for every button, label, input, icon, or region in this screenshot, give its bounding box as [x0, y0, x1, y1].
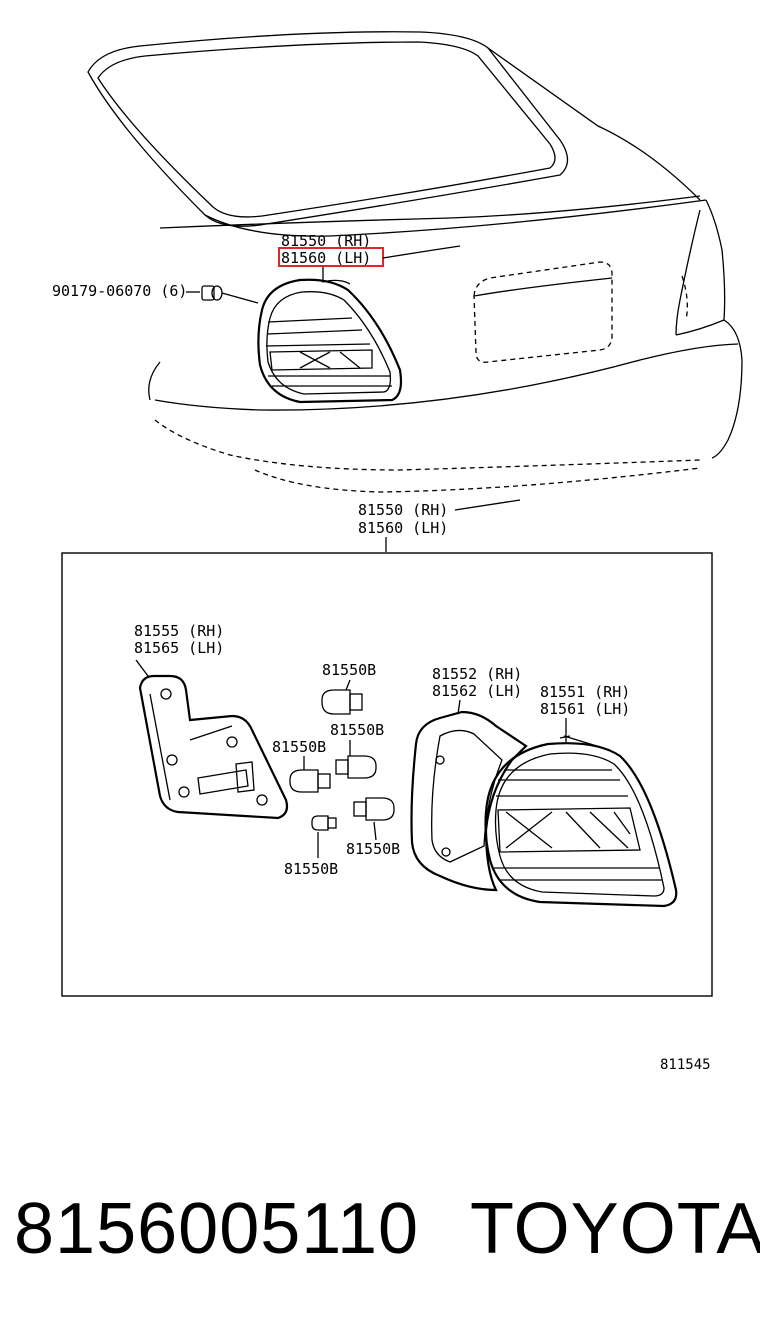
- part-number: 8156005110: [14, 1189, 420, 1269]
- brand-name: TOYOTA: [470, 1189, 760, 1269]
- label-bulb-3: 81550B: [272, 738, 326, 756]
- label-lamp-lh: 81560 (LH): [281, 249, 371, 267]
- label-bulb-4: 81550B: [346, 840, 400, 858]
- diagram-code: 811545: [660, 1057, 711, 1073]
- bulb-3: [289, 756, 331, 793]
- bulb-2: [335, 740, 377, 779]
- gasket: [410, 699, 528, 892]
- bulb-4: [353, 797, 395, 841]
- label-socket-lh: 81565 (LH): [134, 639, 224, 657]
- label-bulb-5: 81550B: [284, 860, 338, 878]
- leader-highlight: [382, 245, 461, 259]
- label-bulb-2: 81550B: [330, 721, 384, 739]
- label-bulb-1: 81550B: [322, 661, 376, 679]
- label-lens-rh: 81551 (RH): [540, 683, 630, 701]
- nut-fastener: [186, 285, 259, 304]
- label-socket-rh: 81555 (RH): [134, 622, 224, 640]
- label-gasket-lh: 81562 (LH): [432, 682, 522, 700]
- label-nut: 90179-06070 (6): [52, 282, 187, 300]
- bulb-1: [321, 679, 363, 715]
- label-lamp-rh: 81550 (RH): [281, 232, 371, 250]
- bulb-5: [311, 815, 337, 858]
- leader-assembly-tail: [454, 499, 521, 511]
- car-tail-lamp: [257, 278, 403, 404]
- label-assembly-rh: 81550 (RH): [358, 501, 448, 519]
- car-rear-outline: [87, 31, 743, 493]
- label-gasket-rh: 81552 (RH): [432, 665, 522, 683]
- socket-plate: [135, 659, 289, 820]
- lens-housing: [484, 718, 678, 908]
- highlight-box: [278, 247, 384, 267]
- label-assembly-lh: 81560 (LH): [358, 519, 448, 537]
- label-lens-lh: 81561 (LH): [540, 700, 630, 718]
- exploded-view-frame: [61, 552, 713, 997]
